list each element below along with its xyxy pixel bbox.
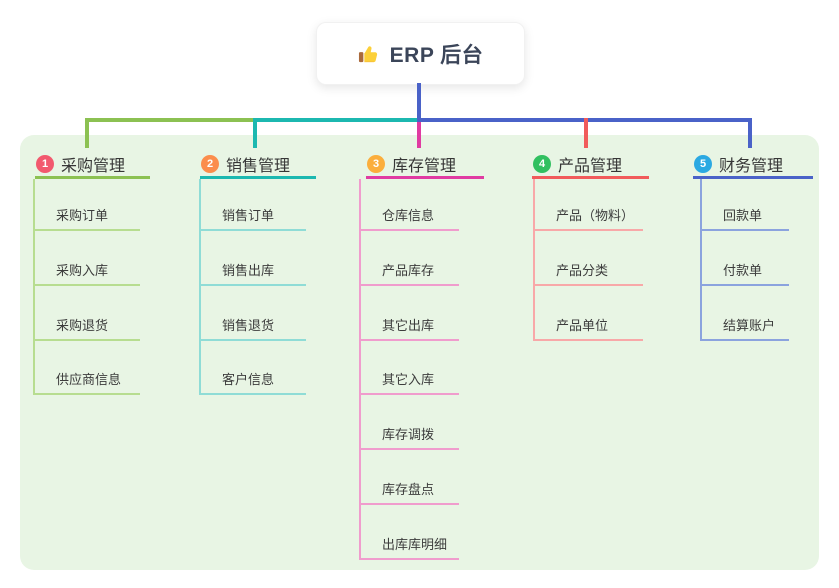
branch-header-underline — [200, 176, 316, 179]
child-node-label[interactable]: 销售出库 — [222, 263, 275, 278]
branch-header-underline — [693, 176, 813, 179]
child-node-label[interactable]: 付款单 — [723, 263, 763, 278]
branch-header-1[interactable]: 1 采购管理 — [36, 149, 125, 179]
child-node-label[interactable]: 库存调拨 — [382, 427, 435, 442]
child-node-underline — [533, 284, 643, 286]
child-node-label[interactable]: 产品（物料） — [556, 208, 635, 223]
root-node-erp[interactable]: ERP 后台 — [316, 22, 525, 85]
child-node-underline — [199, 284, 306, 286]
connector-drop-branch5 — [748, 118, 752, 148]
child-node-label[interactable]: 供应商信息 — [56, 372, 122, 387]
child-node-label[interactable]: 其它入库 — [382, 372, 435, 387]
branch-label: 库存管理 — [392, 158, 457, 175]
child-node-label[interactable]: 其它出库 — [382, 318, 435, 333]
child-node-underline — [359, 284, 459, 286]
child-node-label[interactable]: 产品库存 — [382, 263, 435, 278]
branch-label: 采购管理 — [61, 158, 126, 175]
branch-header-4[interactable]: 4 产品管理 — [533, 149, 622, 179]
branch-badge: 3 — [367, 155, 385, 173]
connector-drop-branch2 — [253, 118, 257, 148]
child-node-underline — [33, 339, 140, 341]
root-node-label: ERP 后台 — [389, 43, 484, 67]
child-node-underline — [199, 393, 306, 395]
child-node-label[interactable]: 产品分类 — [556, 263, 609, 278]
child-node-label[interactable]: 销售退货 — [222, 318, 275, 333]
child-node-underline — [359, 448, 459, 450]
connector-drop-branch4 — [584, 118, 588, 148]
branch-header-3[interactable]: 3 库存管理 — [367, 149, 456, 179]
child-node-underline — [359, 229, 459, 231]
branch-header-underline — [35, 176, 150, 179]
child-node-underline — [33, 393, 140, 395]
branch-badge: 1 — [36, 155, 54, 173]
branch-label: 销售管理 — [226, 158, 291, 175]
branch-badge: 5 — [694, 155, 712, 173]
branch-label: 产品管理 — [558, 158, 623, 175]
child-node-underline — [33, 284, 140, 286]
connector-drop-branch3 — [417, 121, 421, 148]
branch-trunk-line — [199, 179, 201, 396]
connector-rail-branch1 — [85, 118, 257, 122]
child-node-underline — [359, 393, 459, 395]
connector-rail-branch2 — [253, 118, 421, 122]
child-node-underline — [700, 284, 789, 286]
child-node-underline — [199, 229, 306, 231]
child-node-label[interactable]: 销售订单 — [222, 208, 275, 223]
branch-trunk-line — [33, 179, 35, 396]
branch-header-underline — [366, 176, 484, 179]
branch-trunk-line — [700, 179, 702, 341]
child-node-label[interactable]: 回款单 — [723, 208, 763, 223]
child-node-label[interactable]: 出库库明细 — [382, 537, 448, 552]
child-node-label[interactable]: 仓库信息 — [382, 208, 435, 223]
branch-badge: 2 — [201, 155, 219, 173]
branch-label: 财务管理 — [719, 158, 784, 175]
child-node-label[interactable]: 结算账户 — [723, 318, 776, 333]
branch-header-2[interactable]: 2 销售管理 — [201, 149, 290, 179]
child-node-underline — [533, 229, 643, 231]
child-node-underline — [700, 339, 789, 341]
child-node-underline — [199, 339, 306, 341]
child-node-underline — [533, 339, 643, 341]
child-node-label[interactable]: 采购退货 — [56, 318, 109, 333]
child-node-label[interactable]: 采购入库 — [56, 263, 109, 278]
child-node-label[interactable]: 产品单位 — [556, 318, 609, 333]
child-node-underline — [359, 339, 459, 341]
child-node-underline — [33, 229, 140, 231]
branch-trunk-line — [533, 179, 535, 341]
mindmap-background-panel — [20, 135, 819, 570]
child-node-underline — [359, 558, 459, 560]
child-node-underline — [700, 229, 789, 231]
connector-drop-branch1 — [85, 118, 89, 148]
child-node-label[interactable]: 客户信息 — [222, 372, 275, 387]
branch-trunk-line — [359, 179, 361, 560]
child-node-label[interactable]: 采购订单 — [56, 208, 109, 223]
child-node-label[interactable]: 库存盘点 — [382, 482, 435, 497]
thumbs-up-icon — [358, 42, 381, 65]
branch-header-underline — [532, 176, 649, 179]
branch-badge: 4 — [533, 155, 551, 173]
branch-header-5[interactable]: 5 财务管理 — [694, 149, 783, 179]
connector-root-vertical — [417, 83, 421, 122]
child-node-underline — [359, 503, 459, 505]
